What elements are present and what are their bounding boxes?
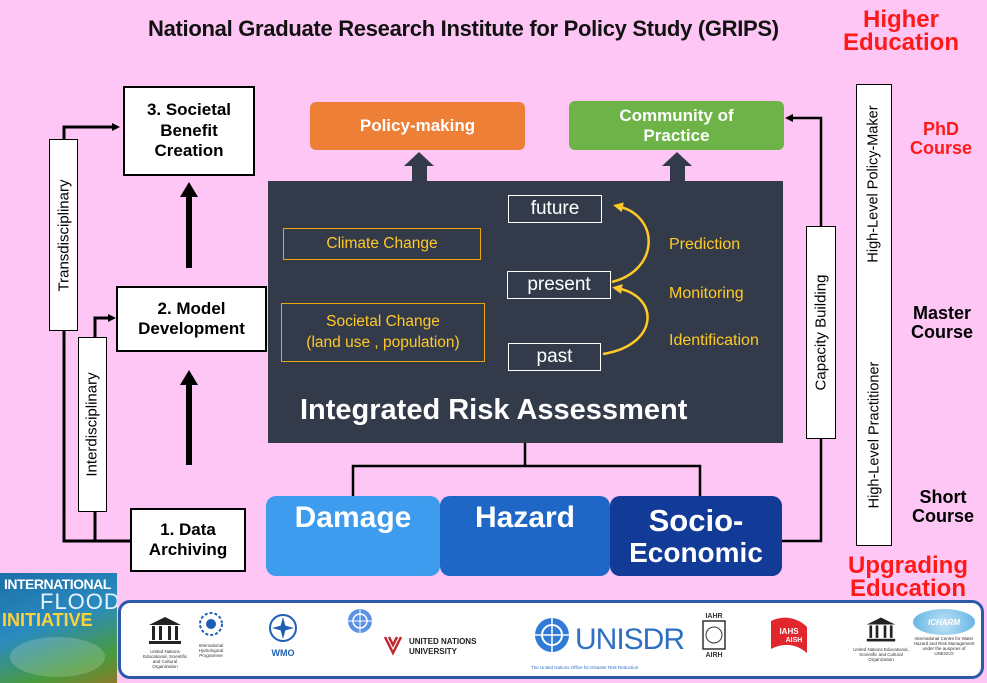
iahs-logo: IAHS AISH <box>767 613 811 659</box>
arrow-head-model <box>180 370 198 385</box>
data-archiving-box: 1. Data Archiving <box>130 508 246 572</box>
integrated-risk-assessment-panel <box>268 181 783 443</box>
hazard-box: Hazard <box>440 496 610 576</box>
ihp-logo: International Hydrological Programme <box>193 611 229 659</box>
unesco-logo-2: United Nations Educational, Scientific a… <box>851 615 911 663</box>
unesco-logo: United Nations Educational, Scientific a… <box>141 615 189 670</box>
capacity-building-label: Capacity Building <box>806 226 836 439</box>
prediction-curve <box>611 202 650 284</box>
identification-label: Identification <box>669 332 759 349</box>
socio-economic-box: Socio- Economic <box>610 496 782 576</box>
identification-curve <box>602 284 649 356</box>
ifi-logo: INTERNATIONAL FLOOD INITIATIVE <box>0 573 117 683</box>
career-column <box>856 84 892 546</box>
page-title: National Graduate Research Institute for… <box>148 16 779 41</box>
prediction-label: Prediction <box>669 236 741 253</box>
future-box: future <box>508 195 602 223</box>
past-box: past <box>508 343 601 371</box>
wmo-logo: WMO <box>261 613 305 658</box>
damage-box: Damage <box>266 496 440 576</box>
practitioner-label: High-Level Practitioner <box>866 361 882 509</box>
icharm-logo: ICHARM International Centre for Water Ha… <box>913 609 975 657</box>
societal-change-box: Societal Change (land use , population) <box>281 303 485 362</box>
iahr-logo: IAHR AIRH <box>699 613 729 659</box>
community-of-practice-box: Community of Practice <box>569 101 784 150</box>
societal-benefit-box: 3. Societal Benefit Creation <box>123 86 255 176</box>
present-box: present <box>507 271 611 299</box>
un-emblem-logo <box>345 607 375 640</box>
partner-logos-strip: United Nations Educational, Scientific a… <box>118 600 984 679</box>
policy-making-box: Policy-making <box>310 102 525 150</box>
climate-change-box: Climate Change <box>283 228 481 260</box>
model-development-box: 2. Model Development <box>116 286 267 352</box>
ira-title: Integrated Risk Assessment <box>300 394 688 426</box>
transdisciplinary-label: Transdisciplinary <box>49 139 78 331</box>
category-connector <box>351 443 702 497</box>
interdisciplinary-label: Interdisciplinary <box>78 337 107 512</box>
arrow-head-societal <box>180 182 198 197</box>
policy-maker-label: High-Level Policy-Maker <box>866 105 883 263</box>
monitoring-label: Monitoring <box>669 285 744 302</box>
